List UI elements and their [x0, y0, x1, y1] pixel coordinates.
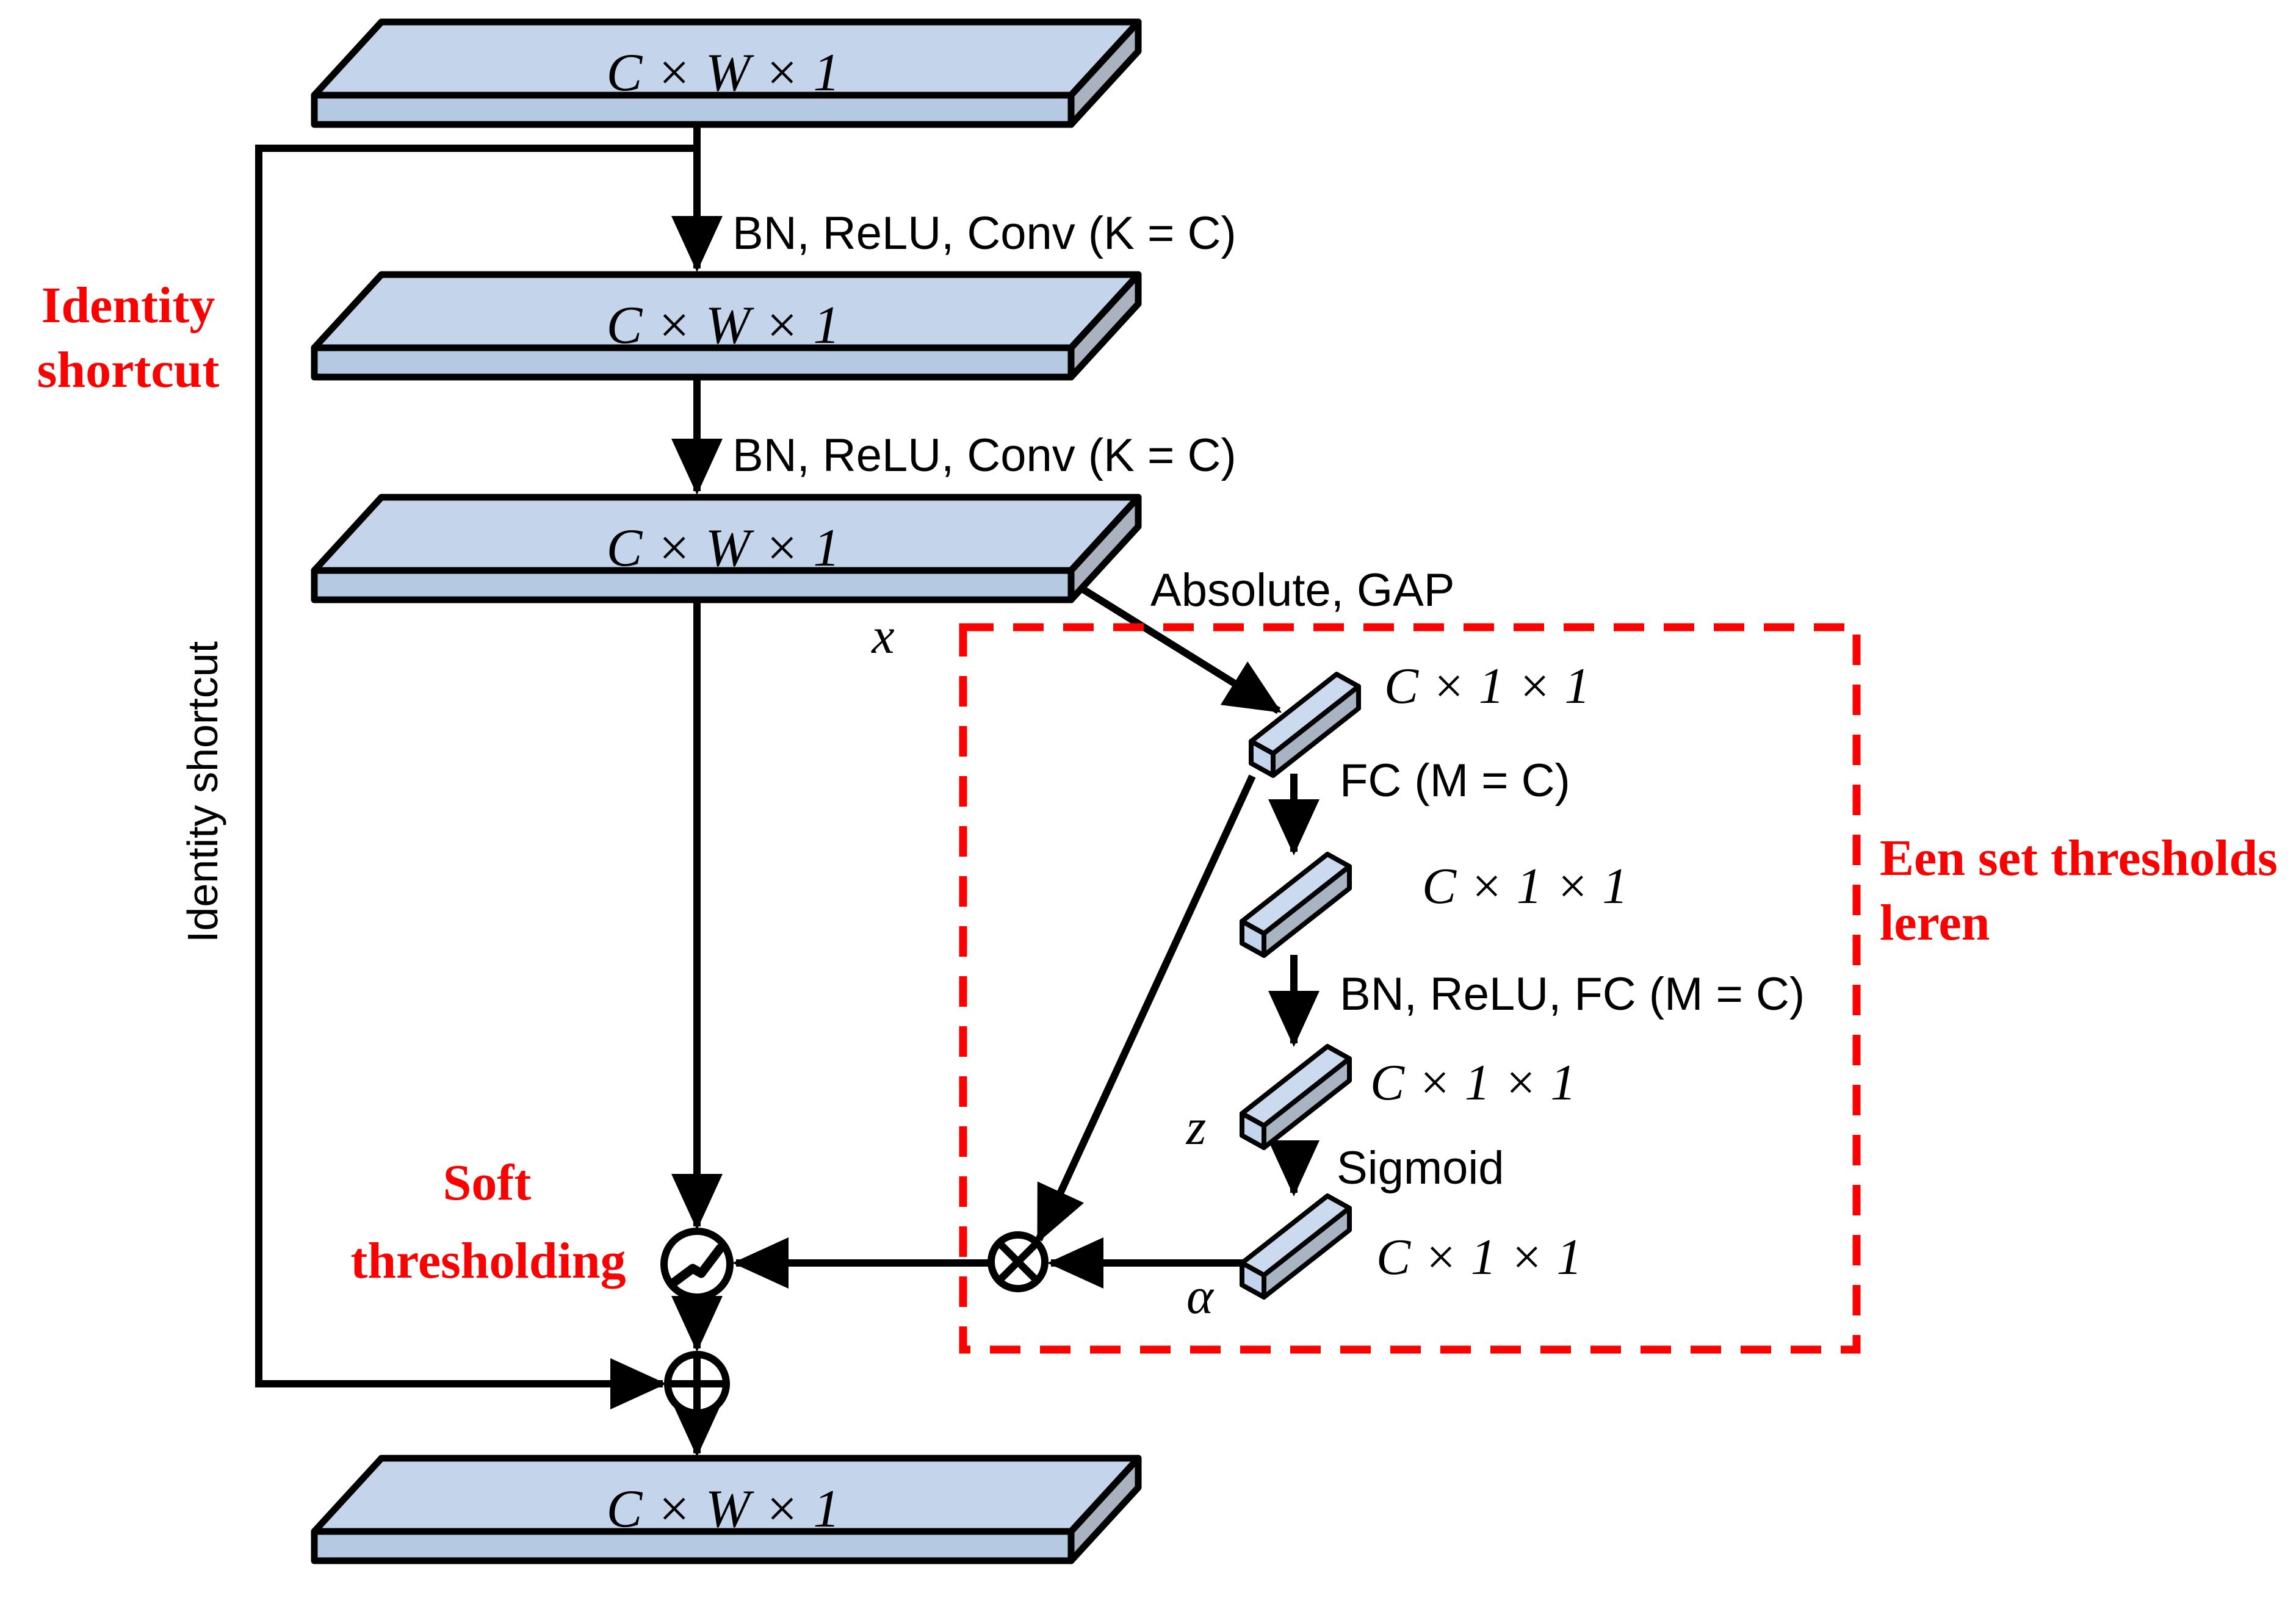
- identity-shortcut-annotation-line1: Identity: [42, 277, 215, 334]
- conv2-label: BN, ReLU, Conv (K = C): [732, 430, 1236, 481]
- arrow-absolute-gap: [1075, 582, 1282, 714]
- identity-shortcut-rotated-label: Identity shortcut: [179, 641, 226, 943]
- conv2-slab-dim-label: C × W × 1: [607, 519, 840, 578]
- gap-vector-dim-label: C × 1 × 1: [1384, 658, 1590, 714]
- identity-shortcut-annotation-line2: shortcut: [37, 342, 220, 398]
- conv1-slab-dim-label: C × W × 1: [607, 296, 840, 355]
- conv1-label: BN, ReLU, Conv (K = C): [732, 207, 1236, 259]
- output-slab-dim-label: C × W × 1: [607, 1480, 840, 1539]
- threshold-learning-dashed-box: [959, 623, 1861, 1354]
- bn-relu-fc-label: BN, ReLU, FC (M = C): [1340, 968, 1805, 1020]
- identity-shortcut-path: [255, 145, 697, 1409]
- var-x-label: x: [870, 608, 894, 664]
- var-z-label: z: [1186, 1099, 1207, 1156]
- arrow-x-to-multiply: [1035, 774, 1256, 1243]
- threshold-block-annotation-line1: Een set thresholds: [1880, 830, 2278, 887]
- threshold-vector-bar-z: [1242, 1046, 1349, 1148]
- soft-thresholding-annotation-line1: Soft: [443, 1154, 532, 1211]
- soft-threshold-node: [660, 1228, 734, 1301]
- input-slab-dim-label: C × W × 1: [607, 43, 840, 103]
- soft-thresholding-annotation-line2: thresholding: [350, 1232, 626, 1289]
- multiply-node: [987, 1231, 1049, 1292]
- add-node: [664, 1351, 730, 1417]
- alpha-vector-dim-label: C × 1 × 1: [1376, 1229, 1582, 1286]
- sigmoid-label: Sigmoid: [1337, 1142, 1504, 1194]
- fc-vector-dim-label: C × 1 × 1: [1422, 858, 1628, 915]
- fc-label: FC (M = C): [1340, 755, 1570, 807]
- fc-vector-bar: [1242, 854, 1349, 955]
- z-vector-dim-label: C × 1 × 1: [1370, 1054, 1576, 1111]
- var-alpha-label: α: [1186, 1268, 1215, 1325]
- scaled-threshold-bar-alpha: [1242, 1196, 1349, 1297]
- threshold-block-annotation-line2: leren: [1880, 894, 1990, 951]
- absolute-gap-label: Absolute, GAP: [1150, 564, 1455, 616]
